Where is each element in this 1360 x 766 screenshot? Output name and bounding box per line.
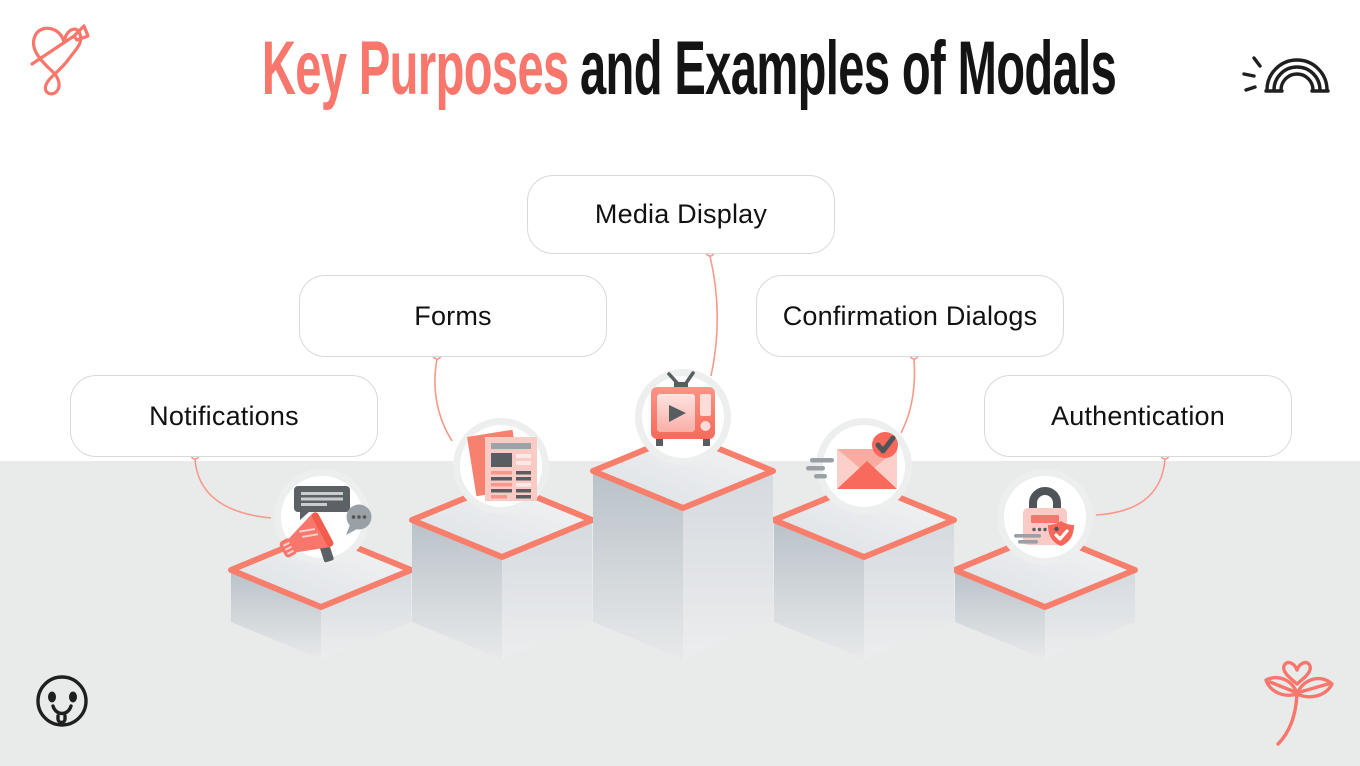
- label-box-confirmation-dialogs: Confirmation Dialogs: [756, 275, 1064, 357]
- heart-arrow-doodle-icon: [30, 24, 90, 96]
- podium-notifications: [228, 530, 414, 659]
- podium-forms: [409, 480, 595, 659]
- label-authentication: Authentication: [1051, 400, 1225, 431]
- connector-forms: [434, 358, 453, 442]
- megaphone-announcement-icon: [279, 486, 372, 563]
- sprout-heart-doodle-icon: [1264, 660, 1334, 746]
- label-box-notifications: Notifications: [70, 375, 378, 457]
- label-box-media-display: Media Display: [527, 175, 835, 254]
- label-confirmation-dialogs: Confirmation Dialogs: [782, 300, 1038, 331]
- label-box-forms: Forms: [299, 275, 607, 357]
- label-media-display: Media Display: [594, 199, 768, 229]
- rainbow-doodle-icon: [1242, 56, 1330, 93]
- podium-media-display: [590, 431, 776, 659]
- podium-confirmation-dialogs: [771, 480, 957, 659]
- label-notifications: Notifications: [149, 400, 299, 431]
- envelope-check-icon: [806, 432, 898, 489]
- connector-authentication: [1095, 458, 1166, 516]
- podium-authentication: [952, 530, 1138, 659]
- label-box-authentication: Authentication: [984, 375, 1292, 457]
- document-form-icon: [467, 429, 537, 501]
- title-highlight: Key Purposes: [261, 26, 569, 111]
- title-rest: and Examples of Modals: [579, 26, 1117, 111]
- tv-play-icon: [651, 371, 715, 446]
- connector-notifications: [194, 458, 272, 519]
- connector-media-display: [709, 255, 719, 377]
- padlock-shield-icon: [1014, 487, 1074, 546]
- connector-confirmation-dialogs: [900, 358, 916, 434]
- label-forms: Forms: [414, 300, 492, 331]
- smiley-face-doodle-icon: [36, 675, 88, 727]
